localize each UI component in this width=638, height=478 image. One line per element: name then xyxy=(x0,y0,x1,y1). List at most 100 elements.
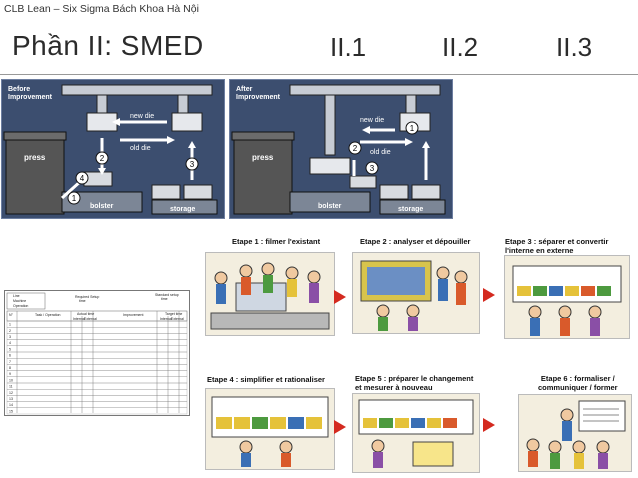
row-number: 1 xyxy=(9,323,11,327)
before-panel: 1 2 3 4 Before Improvement new die old d… xyxy=(1,79,225,219)
table-row xyxy=(6,401,188,408)
before-step-3: 3 xyxy=(190,160,195,169)
row-number: 11 xyxy=(9,385,13,389)
col-target: Target time xyxy=(165,312,182,316)
section-ii2: II.2 xyxy=(442,32,479,62)
step-6-caption: Etape 6 : formaliser / communiquer / for… xyxy=(538,374,618,392)
step-4-illustration xyxy=(205,388,335,470)
step-6-caption-line-2: communiquer / former xyxy=(538,383,618,392)
col-no: N° xyxy=(9,313,14,317)
section-ii1: II.1 xyxy=(330,32,367,62)
worksheet-table: Line Machine Operation Required Setup ti… xyxy=(6,292,188,415)
row-number: 3 xyxy=(9,335,11,339)
table-row xyxy=(6,389,188,396)
table-row xyxy=(6,407,188,415)
after-heading-1: After xyxy=(236,86,253,93)
step-5-caption: Etape 5 : préparer le changement et mesu… xyxy=(355,374,473,392)
table-row xyxy=(6,327,188,334)
after-heading-2: Improvement xyxy=(236,94,281,101)
step-5-caption-line-1: Etape 5 : préparer le changement xyxy=(355,374,474,383)
table-row xyxy=(6,339,188,346)
row-number: 6 xyxy=(9,354,11,358)
row-number: 4 xyxy=(9,341,11,345)
step-1-caption: Etape 1 : filmer l'existant xyxy=(232,237,320,246)
row-number: 5 xyxy=(9,347,11,351)
field-operation: Operation xyxy=(13,304,28,308)
step-6-illustration xyxy=(518,394,632,472)
standard-label-1: Standard setup xyxy=(155,293,179,297)
step-2-illustration xyxy=(352,252,480,334)
table-row xyxy=(6,345,188,353)
step-3-illustration xyxy=(504,255,630,339)
after-new-die: new die xyxy=(360,117,384,124)
step-6-caption-line-1: Etape 6 : formaliser / xyxy=(540,374,615,383)
before-diagram: 1 2 3 4 Before Improvement new die old d… xyxy=(2,80,224,218)
arrow-step-4-5 xyxy=(334,420,346,434)
col-task: Task / Operation xyxy=(35,313,61,317)
step-1-illustration xyxy=(205,252,335,336)
table-row xyxy=(6,395,188,402)
after-step-2: 2 xyxy=(353,144,358,153)
row-number: 12 xyxy=(9,391,13,395)
col-actual-external: External xyxy=(84,317,97,321)
section-ii3: II.3 xyxy=(556,32,593,62)
arrow-step-2-3 xyxy=(483,288,495,302)
row-number: 8 xyxy=(9,366,11,370)
before-old-die: old die xyxy=(130,145,151,152)
row-number: 13 xyxy=(9,397,13,401)
before-bolster: bolster xyxy=(90,203,114,210)
table-row xyxy=(6,351,188,359)
col-actual-internal: Internal xyxy=(73,317,85,321)
row-number: 15 xyxy=(9,409,13,413)
table-row xyxy=(6,358,188,365)
before-step-1: 1 xyxy=(72,194,77,203)
after-storage: storage xyxy=(398,206,423,213)
step-2-caption-line-1: Etape 2 : analyser et dépouiller xyxy=(360,237,471,246)
before-new-die: new die xyxy=(130,113,154,120)
after-diagram: 1 2 3 After Improvement new die old die … xyxy=(230,80,452,218)
after-step-1: 1 xyxy=(410,124,415,133)
step-5-caption-line-2: et mesurer à nouveau xyxy=(355,383,433,392)
table-row xyxy=(6,376,188,384)
arrow-step-5-6 xyxy=(483,418,495,432)
row-number: 14 xyxy=(9,403,13,407)
before-storage: storage xyxy=(170,206,195,213)
table-row xyxy=(6,370,188,377)
after-old-die: old die xyxy=(370,149,391,156)
row-number: 2 xyxy=(9,329,11,333)
table-row xyxy=(6,364,188,371)
page-title: Phần II: SMED xyxy=(12,30,204,61)
org-name: CLB Lean – Six Sigma Bách Khoa Hà Nội xyxy=(4,3,199,15)
step-4-caption-line-1: Etape 4 : simplifier et rationaliser xyxy=(207,375,325,384)
step-3-caption-line-2: l'interne en externe xyxy=(505,246,574,255)
step-3-caption: Etape 3 : séparer et convertir l'interne… xyxy=(505,237,608,255)
before-heading-2: Improvement xyxy=(8,94,53,101)
after-bolster: bolster xyxy=(318,203,342,210)
row-number: 10 xyxy=(9,378,13,382)
required-label-1: Required Setup xyxy=(75,295,99,299)
field-line: Line xyxy=(13,294,20,298)
title-rule xyxy=(0,74,638,75)
col-actual: Actual time xyxy=(77,312,94,316)
before-press: press xyxy=(24,153,46,162)
after-press: press xyxy=(252,153,274,162)
standard-label-2: time xyxy=(161,297,168,301)
step-2-caption: Etape 2 : analyser et dépouiller xyxy=(360,237,470,246)
arrow-step-1-2 xyxy=(334,290,346,304)
table-row xyxy=(6,333,188,340)
before-heading-1: Before xyxy=(8,86,30,93)
col-target-external: External xyxy=(171,317,184,321)
after-panel: 1 2 3 After Improvement new die old die … xyxy=(229,79,453,219)
before-step-2: 2 xyxy=(100,154,105,163)
step-1-caption-line-1: Etape 1 : filmer l'existant xyxy=(232,237,321,246)
required-label-2: time xyxy=(79,299,86,303)
step-3-caption-line-1: Etape 3 : séparer et convertir xyxy=(505,237,609,246)
step-5-illustration xyxy=(352,393,480,473)
row-number: 7 xyxy=(9,360,11,364)
after-step-3: 3 xyxy=(370,164,375,173)
field-machine: Machine xyxy=(13,299,26,303)
smed-worksheet: Line Machine Operation Required Setup ti… xyxy=(4,290,190,416)
row-number: 9 xyxy=(9,372,11,376)
before-step-4: 4 xyxy=(80,174,85,183)
table-row xyxy=(6,320,188,328)
